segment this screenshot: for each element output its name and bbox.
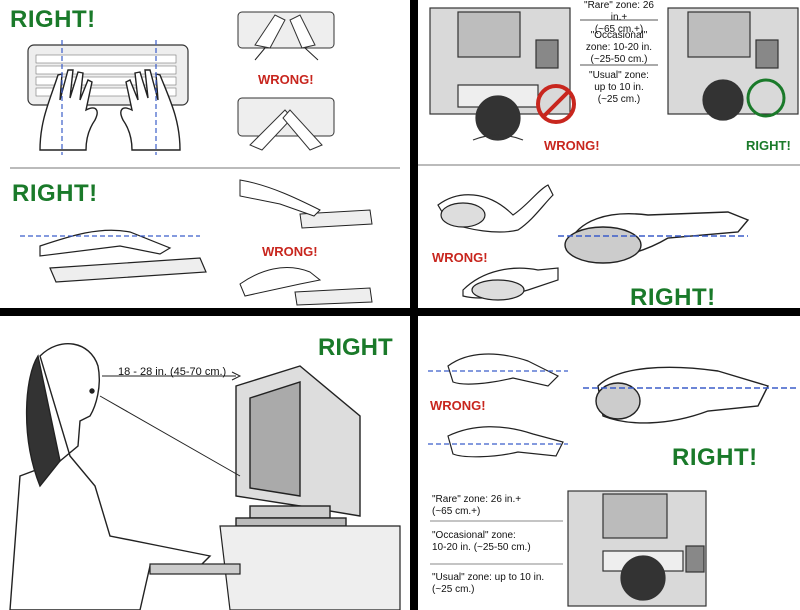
keyboard-side-wrong-1	[239, 179, 373, 229]
panel-typing-posture: RIGHT! WRONG! RIGHT! WRONG!	[0, 0, 410, 308]
wrong-label-desk: WRONG!	[544, 138, 600, 153]
wrong-label-a: WRONG!	[258, 72, 314, 87]
zone-usual-text-2: "Usual" zone: up to 10 in.	[432, 572, 545, 583]
right-label-monitor: RIGHT	[318, 334, 393, 361]
desk-zones-top	[567, 490, 707, 607]
right-label-mouse: RIGHT!	[630, 284, 716, 308]
mouse-right-hand	[558, 211, 750, 264]
zone-rare-note-2: "Rare" zone: 26 in.+ (~65 cm.+)	[432, 494, 521, 518]
zone-rare-text-2: "Rare" zone: 26 in.+	[432, 494, 522, 505]
hand-wrong-1	[428, 353, 568, 387]
hands-straight	[39, 69, 181, 151]
panel-mouse-placement: "Rare" zone: 26 in.+ (~65 cm.+) "Occasio…	[418, 0, 800, 308]
hand-right-mouse	[583, 366, 798, 424]
monitor-distance-illustration	[9, 342, 401, 610]
zone-occ-text2: zone: 10-20 in.	[585, 42, 653, 53]
zone-usual-text: "Usual" zone:	[589, 70, 649, 81]
keyboard-side-wrong-2	[239, 267, 373, 306]
zone-rare-cm: (~65 cm.+)	[594, 24, 644, 35]
keyboard-side-right	[20, 229, 207, 283]
right-label-desk: RIGHT!	[746, 138, 791, 153]
typing-illustration	[10, 11, 400, 306]
panel-monitor-distance: RIGHT 18 - 28 in. (45-70 cm.)	[0, 316, 410, 610]
desk-top-right	[667, 7, 799, 121]
right-label-top: RIGHT!	[10, 6, 96, 33]
zone-usual-cm-2: (~25 cm.)	[432, 584, 475, 595]
zone-usual-cm: (~25 cm.)	[597, 94, 641, 105]
right-label-bottom: RIGHT!	[12, 180, 98, 207]
mouse-illustration	[418, 7, 800, 301]
zone-occ-text-2: "Occasional" zone:	[432, 530, 516, 541]
wrong-label-c: WRONG!	[262, 244, 318, 259]
zone-occ-text2-2: 10-20 in. (~25-50 cm.)	[432, 542, 531, 553]
zone-occ-text: "Occasional"	[590, 30, 648, 41]
zone-occasional-note-2: "Occasional" zone: 10-20 in. (~25-50 cm.…	[432, 530, 531, 554]
wrong-label-mouse: WRONG!	[432, 250, 488, 265]
panel-mouse-posture: WRONG! RIGHT! "Rare" zone: 26 in.+ (~65 …	[418, 316, 800, 610]
zone-usual-text2: up to 10 in.	[594, 82, 644, 93]
hand-wrong-2	[428, 426, 568, 458]
keyboard-wrong-2	[237, 97, 335, 151]
mouse-wrong-1	[437, 184, 554, 233]
zone-occ-cm: (~25-50 cm.)	[590, 54, 648, 65]
mouse-wrong-2	[462, 267, 559, 301]
mouse-posture-illustration	[428, 353, 798, 607]
zone-occasional-note: "Occasional" zone: 10-20 in. (~25-50 cm.…	[578, 30, 660, 66]
zone-usual-note: "Usual" zone: up to 10 in. (~25 cm.)	[578, 70, 660, 106]
wrong-label-posture: WRONG!	[430, 398, 486, 413]
zone-rare-cm-2: (~65 cm.+)	[432, 506, 481, 517]
monitor	[235, 365, 361, 527]
viewing-distance-label: 18 - 28 in. (45-70 cm.)	[118, 366, 227, 378]
desk	[149, 525, 401, 610]
zone-usual-note-2: "Usual" zone: up to 10 in. (~25 cm.)	[432, 572, 544, 596]
zone-rare-text: "Rare" zone: 26 in.+	[584, 0, 654, 23]
zone-rare-note: "Rare" zone: 26 in.+ (~65 cm.+)	[578, 0, 660, 36]
desk-top-wrong	[429, 7, 576, 141]
right-label-posture: RIGHT!	[672, 444, 758, 471]
keyboard-wrong-1	[237, 11, 335, 61]
